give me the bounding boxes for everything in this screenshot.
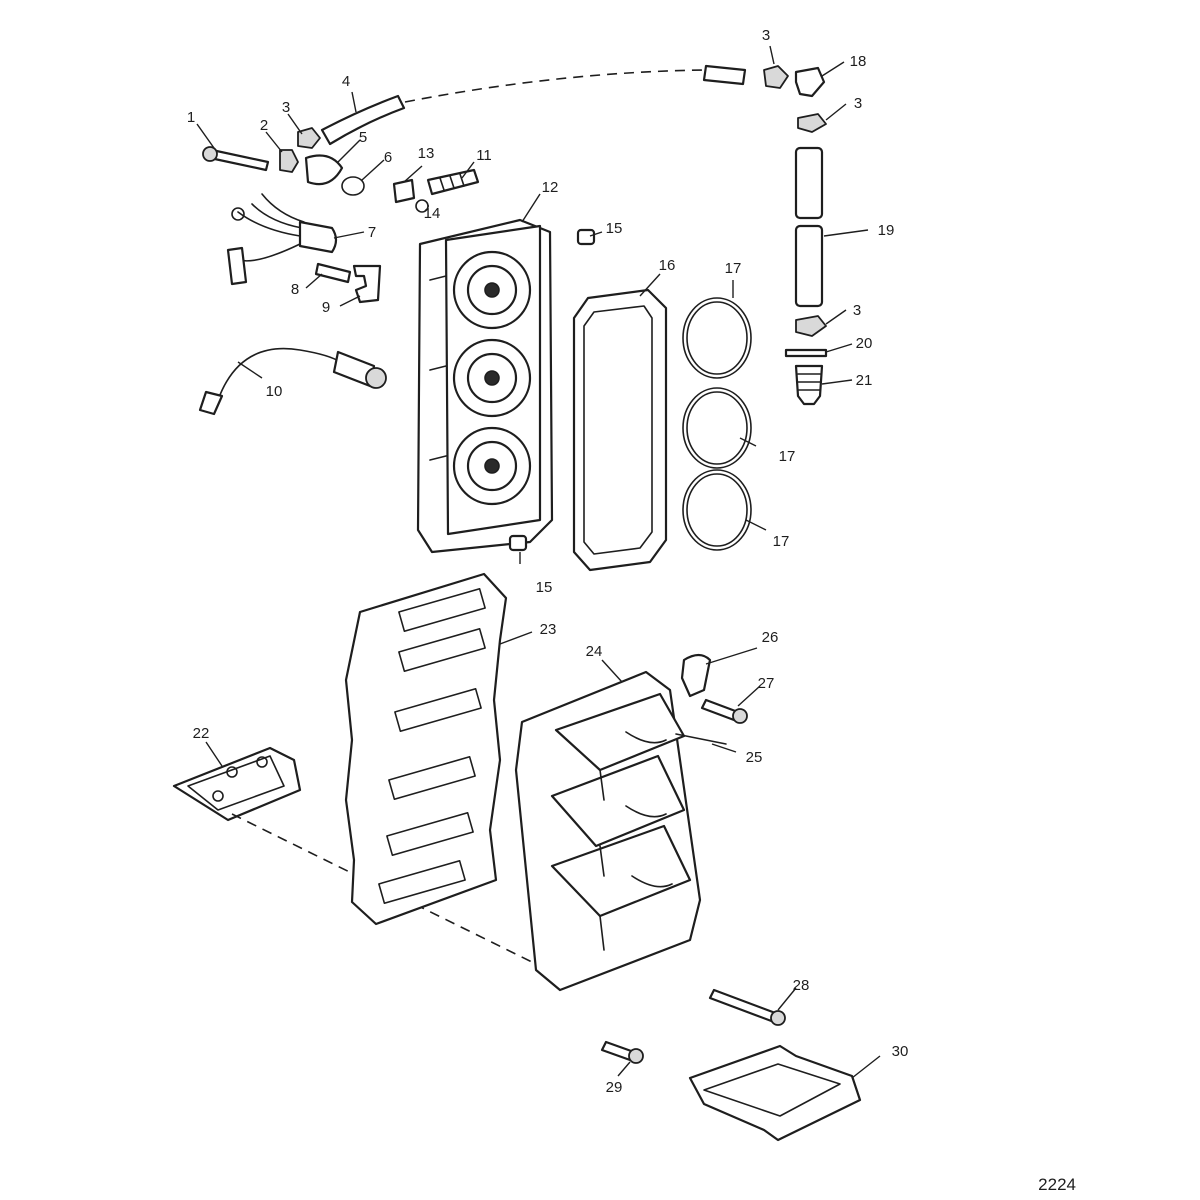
callout-8: 8 — [291, 281, 299, 298]
o-ring-17-a — [682, 297, 752, 379]
callout-24: 24 — [586, 643, 603, 660]
screw-11 — [426, 168, 480, 196]
callout-3-hose: 3 — [762, 27, 770, 44]
callout-9: 9 — [322, 299, 330, 316]
callout-17-b: 17 — [779, 448, 796, 465]
callout-22: 22 — [193, 725, 210, 742]
elbow-fitting-18 — [794, 66, 826, 98]
callout-10: 10 — [266, 383, 283, 400]
callout-19: 19 — [878, 222, 895, 239]
callout-16: 16 — [659, 257, 676, 274]
callout-13: 13 — [418, 145, 435, 162]
dowel-15-bottom — [508, 534, 528, 552]
nut-3-mid — [797, 113, 827, 133]
dowel-15-top — [576, 228, 596, 246]
heat-shield-30 — [688, 1044, 862, 1142]
intake-gasket-23 — [344, 572, 508, 926]
callout-17-c: 17 — [773, 533, 790, 550]
callout-27: 27 — [758, 675, 775, 692]
bolt-1 — [208, 148, 270, 172]
stud-25 — [675, 733, 727, 745]
callout-2: 2 — [260, 117, 268, 134]
callout-17-a: 17 — [725, 260, 742, 277]
intake-manifold-24 — [514, 670, 702, 992]
fitting-13 — [392, 178, 416, 204]
o-ring-17-c — [682, 469, 752, 551]
callout-30: 30 — [892, 1043, 909, 1060]
callout-23: 23 — [540, 621, 557, 638]
callout-3-right-upper: 3 — [854, 95, 862, 112]
bracket-5 — [304, 154, 344, 186]
callout-5: 5 — [359, 129, 367, 146]
nut-3-left — [297, 127, 321, 149]
callout-12: 12 — [542, 179, 559, 196]
callout-labels: 1 2 3 4 5 6 7 8 9 10 11 12 13 14 15 15 1… — [187, 27, 909, 1096]
callout-4: 4 — [342, 73, 350, 90]
water-hose-assembly-right — [784, 146, 828, 406]
callout-26: 26 — [762, 629, 779, 646]
callout-15-top: 15 — [606, 220, 623, 237]
callout-28: 28 — [793, 977, 810, 994]
hose-short — [702, 64, 747, 86]
callout-15-bottom: 15 — [536, 579, 553, 596]
callout-25: 25 — [746, 749, 763, 766]
callout-7: 7 — [368, 224, 376, 241]
o-ring-17-b — [682, 387, 752, 469]
o-ring-6 — [341, 176, 365, 196]
hose-4 — [320, 94, 406, 146]
callout-1: 1 — [187, 109, 195, 126]
fitting-2 — [279, 149, 299, 173]
callout-3: 3 — [282, 99, 290, 116]
callout-29: 29 — [606, 1079, 623, 1096]
reed-block-22 — [172, 746, 302, 822]
callout-11: 11 — [476, 147, 492, 164]
screw-8-clip-9 — [314, 262, 382, 304]
callout-3-right-lower: 3 — [853, 302, 861, 319]
leader-lines — [196, 45, 881, 1079]
clip-26 — [680, 653, 712, 698]
cylinder-head-12 — [416, 218, 554, 554]
callout-6: 6 — [384, 149, 392, 166]
gasket-16 — [572, 288, 668, 572]
sensor-10 — [198, 347, 387, 416]
callout-18: 18 — [850, 53, 867, 70]
callout-14: 14 — [424, 205, 441, 222]
hardware-upper-left — [202, 146, 480, 213]
diagram-reference-number: 2224 — [1038, 1175, 1076, 1194]
bolt-28 — [708, 988, 780, 1024]
callout-21: 21 — [856, 372, 873, 389]
nut-3-top — [763, 65, 789, 89]
callout-20: 20 — [856, 335, 873, 352]
wire-harness-7 — [226, 193, 338, 286]
hose-assembly-top — [297, 64, 827, 149]
